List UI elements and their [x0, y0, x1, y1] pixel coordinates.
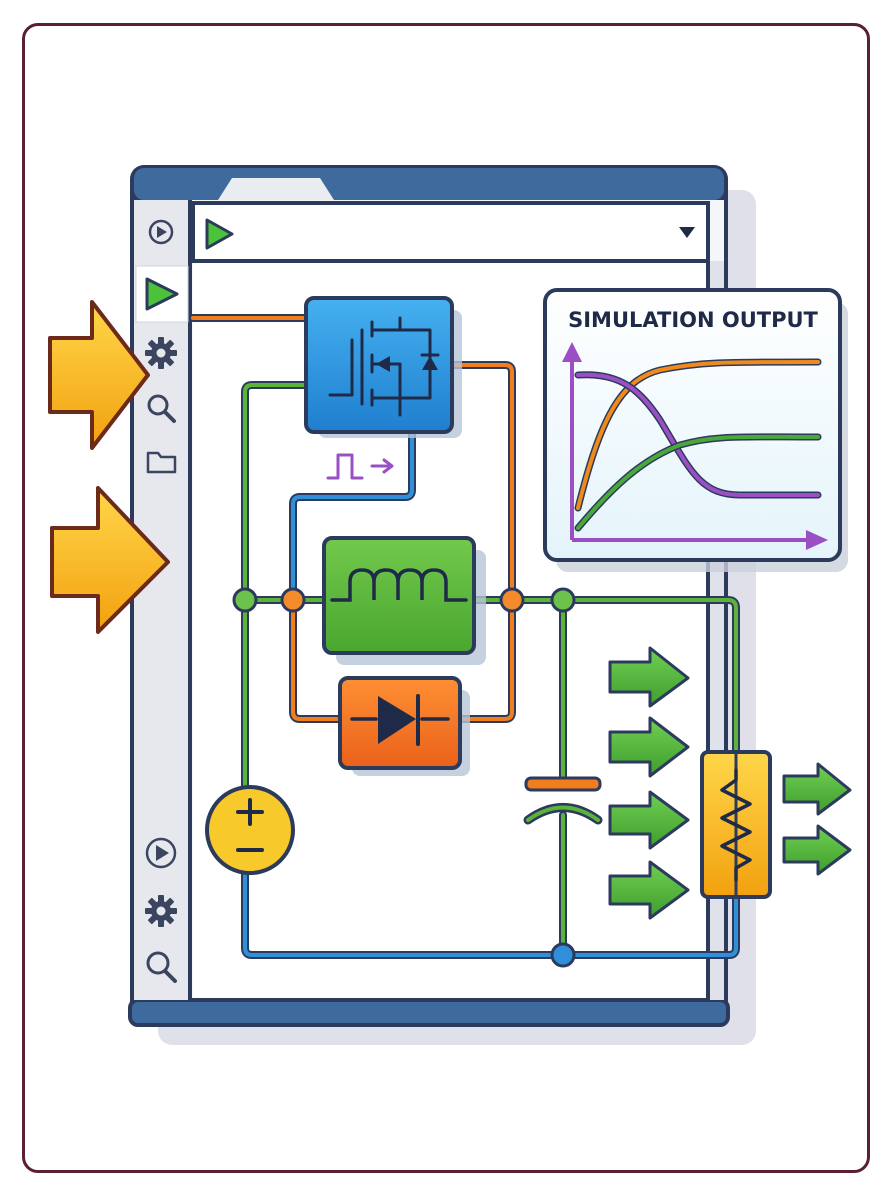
capacitor-icon[interactable]	[523, 776, 603, 825]
sidebar-item-settings-bottom[interactable]	[145, 895, 177, 927]
sidebar-item-settings[interactable]	[145, 337, 177, 369]
diode-component[interactable]	[338, 676, 470, 776]
sidebar-item-play-circle[interactable]	[148, 219, 174, 245]
sidebar-item-search[interactable]	[147, 394, 176, 423]
toolbar-dropdown[interactable]	[679, 227, 695, 238]
play-icon	[145, 277, 179, 311]
gear-icon	[145, 895, 177, 927]
resistor-icon	[720, 768, 752, 882]
sidebar-item-folder[interactable]	[146, 451, 177, 474]
sidebar-item-play-circle-bottom[interactable]	[145, 837, 177, 869]
search-icon	[147, 394, 176, 423]
input-arrows	[48, 300, 170, 634]
sidebar-item-search-bottom[interactable]	[146, 951, 177, 983]
wires	[189, 314, 740, 959]
output-curves	[574, 358, 822, 532]
flow-arrows	[608, 646, 852, 920]
search-icon	[146, 951, 177, 983]
resistor-component[interactable]	[700, 750, 772, 899]
junction-nodes	[232, 587, 576, 968]
chevron-down-icon	[679, 227, 695, 238]
play-icon	[205, 218, 234, 250]
output-axes	[562, 342, 828, 550]
folder-icon	[146, 451, 177, 474]
diode-icon	[350, 694, 450, 746]
play-circle-icon	[145, 837, 177, 869]
inductor-component[interactable]	[322, 536, 486, 665]
sidebar	[134, 200, 192, 1000]
play-circle-icon	[148, 219, 174, 245]
simulation-output-panel[interactable]: SIMULATION OUTPUT	[543, 288, 848, 572]
inductor-icon	[330, 568, 468, 602]
run-toolbar	[191, 201, 710, 263]
toolbar-run-button[interactable]	[205, 218, 234, 250]
voltage-source-icon[interactable]	[205, 785, 295, 875]
pulse-signal-icon	[326, 453, 394, 480]
mosfet-component[interactable]	[304, 296, 462, 438]
gear-icon	[145, 337, 177, 369]
sidebar-item-run[interactable]	[145, 277, 179, 311]
panel-title: SIMULATION OUTPUT	[568, 308, 818, 332]
